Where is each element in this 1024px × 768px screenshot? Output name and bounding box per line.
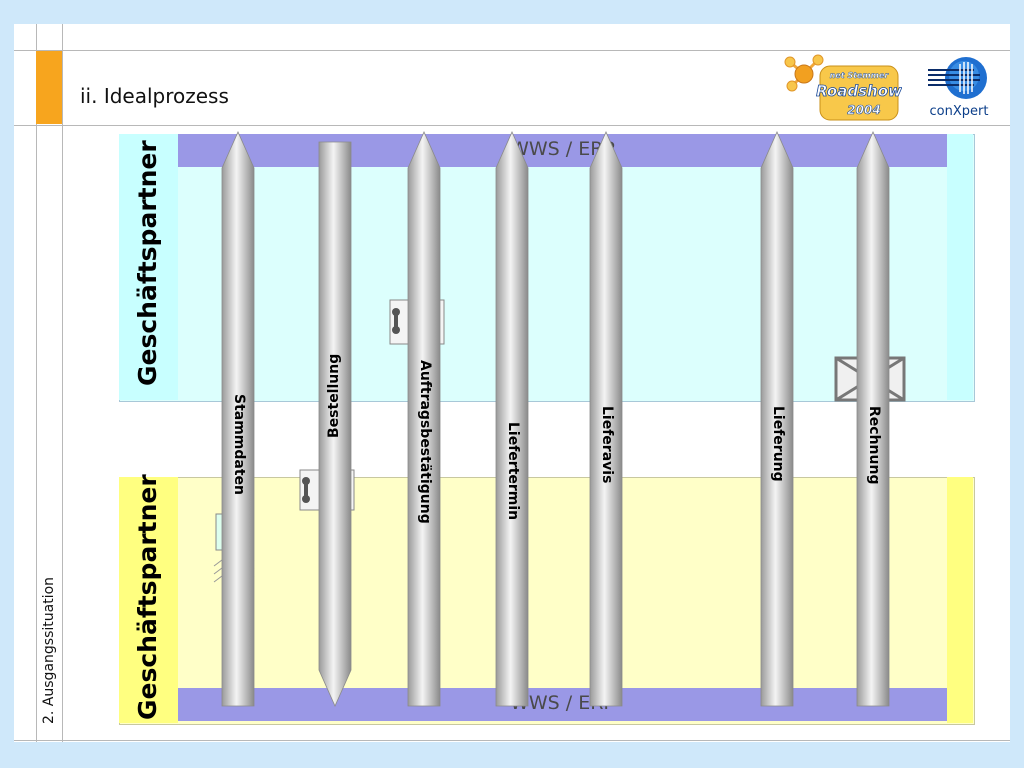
- flow-label-4: Liefertermin: [505, 422, 521, 521]
- top-system-label: WWS / ERP: [510, 138, 615, 160]
- bottom-system-bar: WWS / ERP: [178, 688, 947, 721]
- top-partner-label-box: [119, 134, 178, 400]
- footer-line: [14, 740, 1010, 741]
- conxpert-wordmark: conXpert: [929, 104, 989, 119]
- bottom-right-strip: [947, 477, 973, 723]
- bottom-partner-label-box: [119, 477, 178, 723]
- accent-tab: [36, 51, 62, 124]
- flow-arrows: [221, 131, 890, 707]
- flow-arrow-1: [221, 131, 255, 707]
- roadshow-logo: net Stemmer Roadshow 2004: [782, 52, 902, 124]
- top-system-bar: WWS / ERP: [178, 134, 947, 167]
- bottom-partner-area: [119, 477, 975, 725]
- svg-text:Roadshow: Roadshow: [816, 82, 902, 100]
- bottom-system-label: WWS / ERP: [510, 692, 615, 714]
- flow-arrow-5: [589, 131, 623, 707]
- slide: ii. Idealprozess 2. Ausgangssituation ne…: [14, 24, 1010, 742]
- flow-arrow-7: [856, 131, 890, 707]
- flow-arrow-2: [318, 141, 352, 707]
- top-right-strip: [947, 134, 973, 400]
- flow-label-7: Rechnung: [866, 406, 882, 485]
- left-margin-line-2: [62, 24, 63, 742]
- flow-label-3: Auftragsbestätigung: [417, 360, 433, 524]
- top-partner-area: [119, 134, 975, 402]
- svg-text:net Stemmer: net Stemmer: [830, 71, 890, 80]
- flow-label-5: Lieferavis: [599, 406, 615, 484]
- flow-arrow-4: [495, 131, 529, 707]
- conxpert-logo: conXpert: [924, 56, 994, 126]
- page-title: ii. Idealprozess: [80, 84, 229, 108]
- flow-label-2: Bestellung: [326, 353, 342, 438]
- header-top-line: [14, 50, 1010, 51]
- svg-text:2004: 2004: [847, 103, 880, 117]
- flow-label-1: Stammdaten: [231, 394, 247, 496]
- header-bottom-line: [14, 125, 1010, 126]
- flow-arrow-3: [407, 131, 441, 707]
- flow-label-6: Lieferung: [770, 406, 786, 482]
- left-margin-line-1: [36, 24, 37, 742]
- flow-arrow-6: [760, 131, 794, 707]
